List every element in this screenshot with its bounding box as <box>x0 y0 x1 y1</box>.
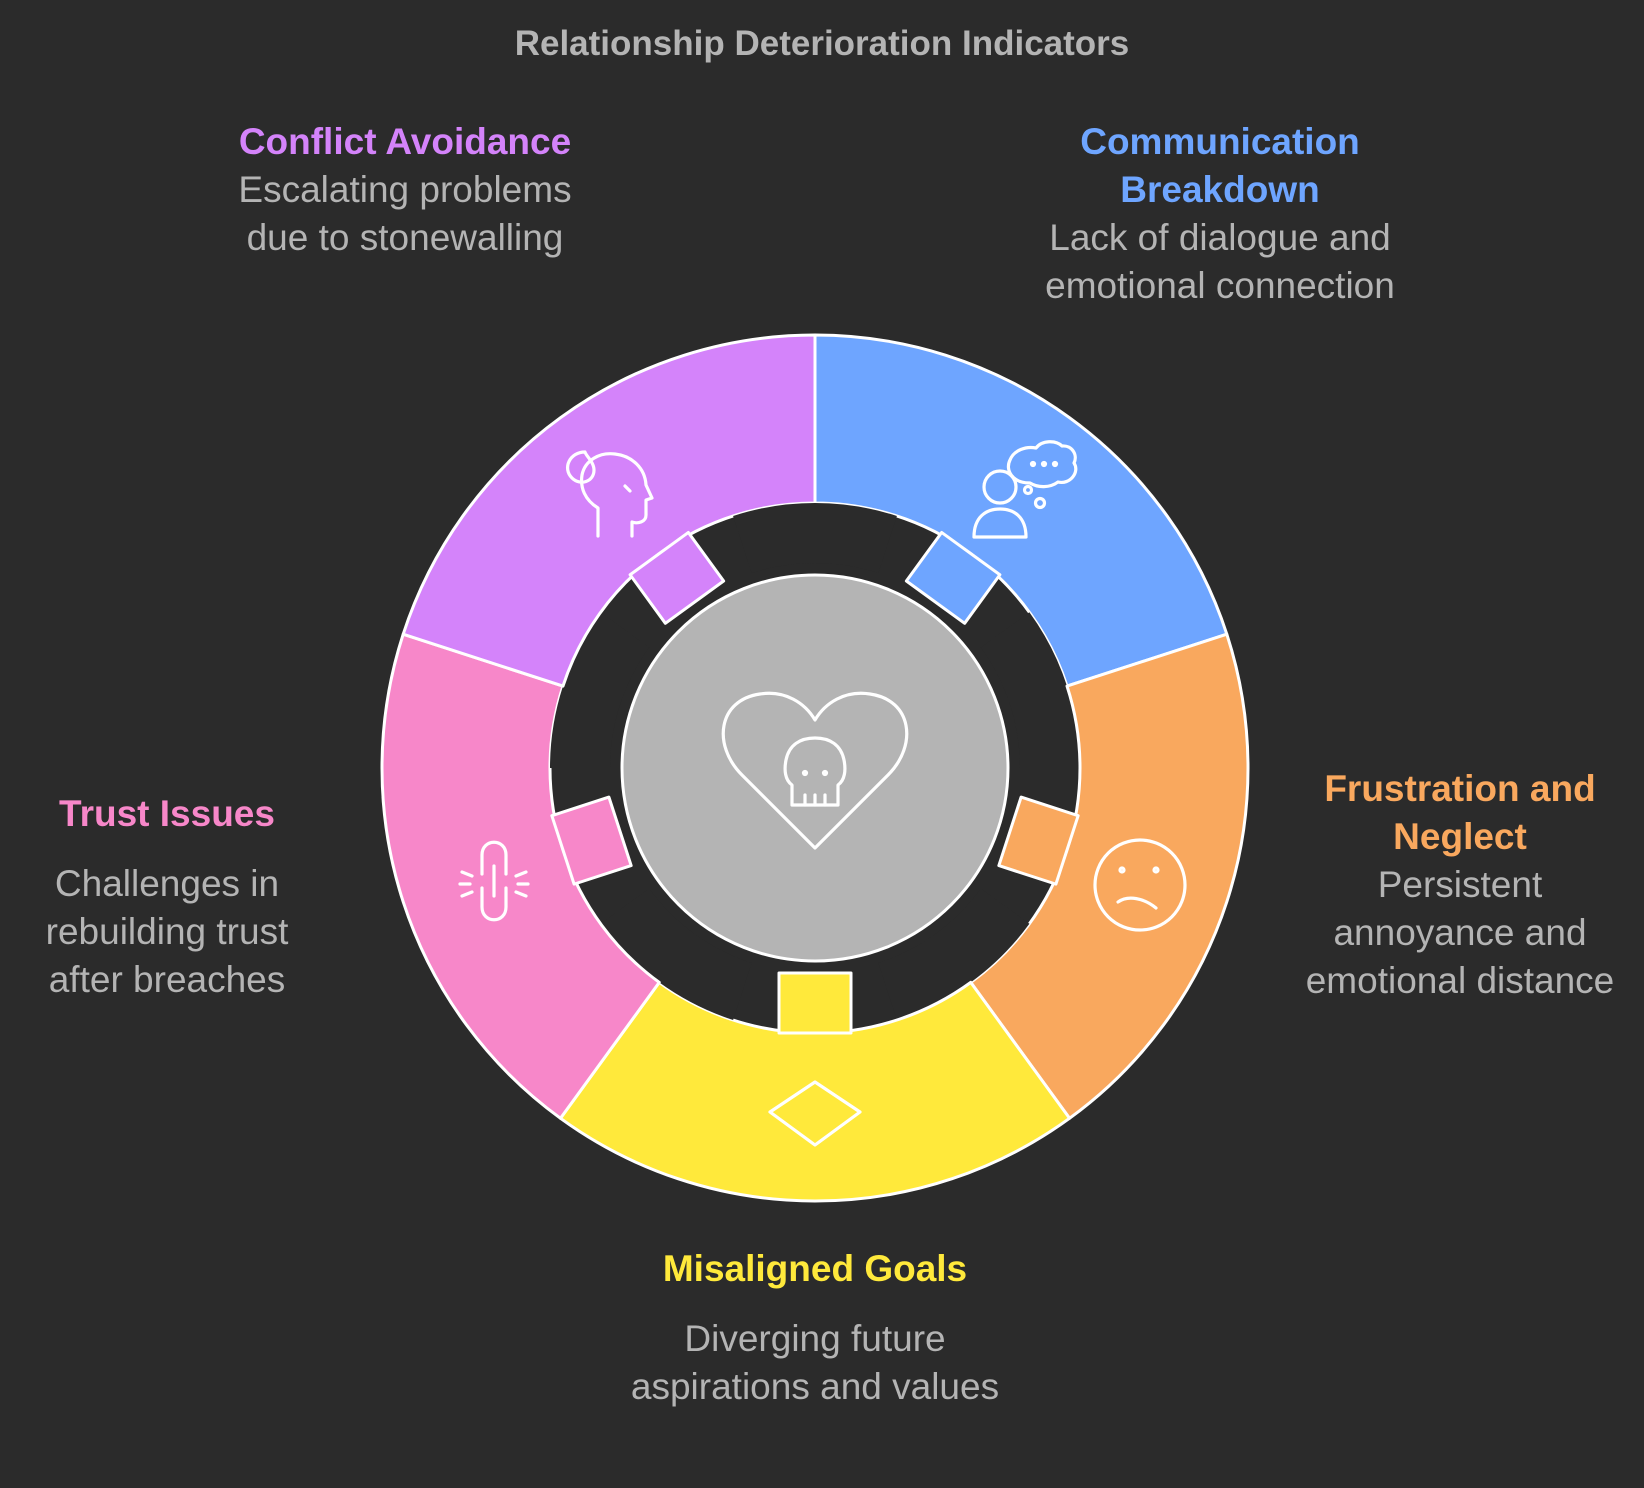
segment-connector-trust <box>550 795 633 886</box>
conflict-heading: Conflict Avoidance <box>238 121 572 162</box>
heart-skull-icon <box>721 691 909 850</box>
segment-frustration <box>969 632 1250 1120</box>
head-flame-icon <box>566 450 654 538</box>
center-circle <box>620 573 1010 963</box>
conflict-description: Escalating problems due to stonewalling <box>238 169 572 258</box>
goals-heading: Misaligned Goals <box>662 1248 968 1289</box>
frown-face-icon <box>1093 838 1187 932</box>
segment-gap <box>878 888 1030 1021</box>
segment-connector-goals <box>777 971 853 1035</box>
trust-heading: Trust Issues <box>59 793 275 834</box>
segment-goals <box>558 980 1072 1203</box>
segment-gap <box>600 888 752 1021</box>
diamond-icon <box>768 1080 862 1147</box>
trust-description: Challenges in rebuilding trust after bre… <box>45 863 289 1000</box>
segment-trust <box>380 632 661 1120</box>
frustration-description: Persistent annoyance and emotional dista… <box>1305 864 1615 1001</box>
segment-communication <box>813 333 1229 688</box>
segment-gap <box>980 612 1080 768</box>
segment-gap <box>550 612 650 768</box>
segment-conflict <box>401 333 817 688</box>
person-thought-bubble-icon <box>972 440 1078 539</box>
frustration-heading: Frustration and Neglect <box>1324 768 1596 857</box>
goals-description: Diverging future aspirations and values <box>630 1318 1000 1407</box>
communication-description: Lack of dialogue and emotional connectio… <box>1045 217 1395 306</box>
segment-connector-frustration <box>997 795 1080 886</box>
diagram-title: Relationship Deterioration Indicators <box>514 24 1130 63</box>
communication-heading: Communication Breakdown <box>1080 121 1360 210</box>
segment-connector-communication <box>904 530 1002 625</box>
broken-link-icon <box>458 840 530 922</box>
segment-gap <box>733 503 897 574</box>
segment-connector-conflict <box>628 530 726 625</box>
